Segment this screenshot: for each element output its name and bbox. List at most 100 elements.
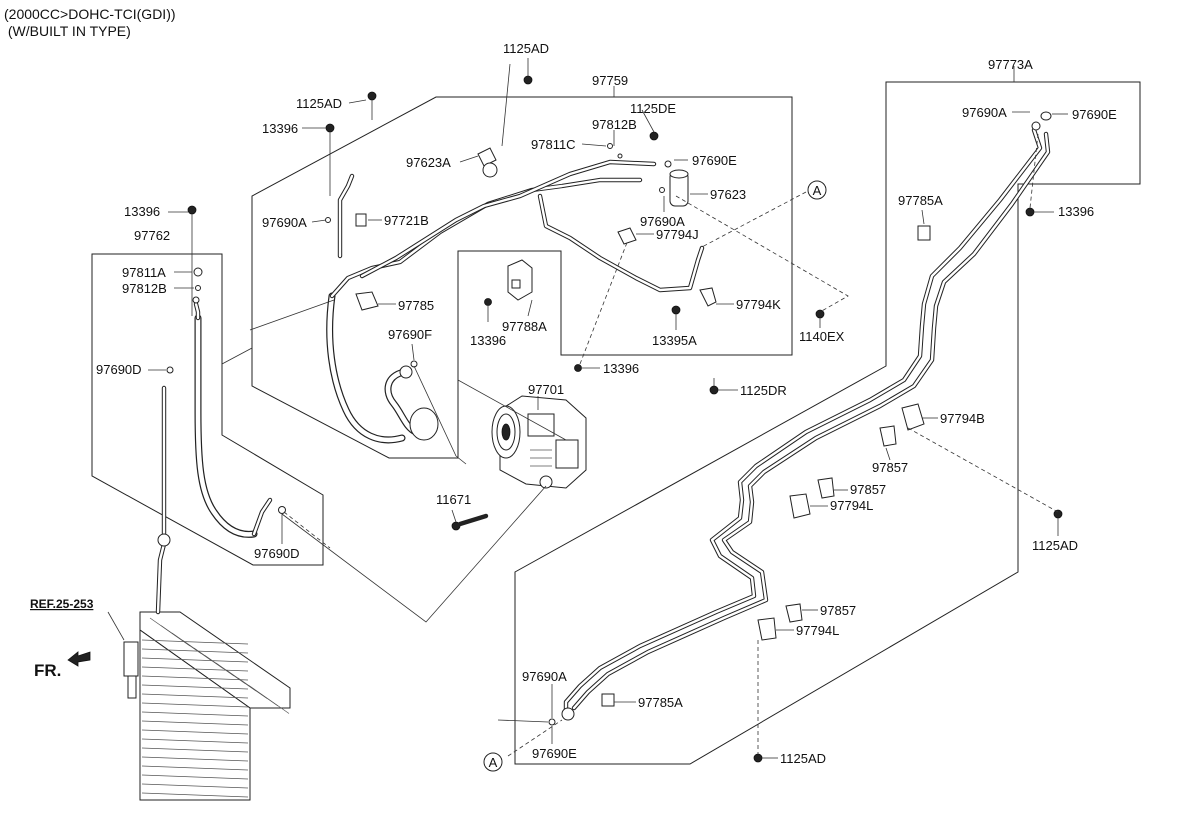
- callout-13396-c: 13396: [470, 333, 506, 348]
- callout-1140EX: 1140EX: [799, 329, 845, 344]
- condenser-fin: [141, 684, 249, 690]
- frame-97773A: [514, 81, 1141, 765]
- assembly-frames: [91, 81, 1141, 765]
- hose-fitting: [409, 407, 439, 441]
- callout-97811C: 97811C: [531, 137, 576, 152]
- reference-marks: A A: [483, 180, 827, 772]
- bracket-97794J: [617, 227, 637, 245]
- callout-97690D-bottom: 97690D: [254, 546, 300, 561]
- condenser-top-fin: [248, 685, 290, 714]
- condenser-fin: [141, 675, 249, 681]
- condenser-fin: [141, 747, 249, 753]
- callout-97623: 97623: [710, 187, 746, 202]
- callout-97759: 97759: [592, 73, 628, 88]
- grommet-97857-b: [817, 477, 835, 499]
- condenser-fin: [141, 711, 249, 717]
- front-arrow-icon: [67, 651, 91, 667]
- callout-13396-b: 13396: [124, 204, 160, 219]
- type-spec-label: (W/BUILT IN TYPE): [4, 23, 131, 39]
- callout-97794B: 97794B: [940, 411, 985, 426]
- callout-97794L-a: 97794L: [830, 498, 873, 513]
- callout-97690D-left: 97690D: [96, 362, 142, 377]
- callout-97762: 97762: [134, 228, 170, 243]
- callout-11671: 11671: [436, 492, 471, 507]
- bracket-97794L-a: [789, 493, 811, 519]
- callout-97812B-left: 97812B: [122, 281, 167, 296]
- bracket-97794B: [901, 403, 925, 431]
- callout-1125AD-right: 1125AD: [1032, 538, 1078, 553]
- part-callouts: 1125AD 97759 1125AD 1125DE 13396 97812B …: [96, 41, 1117, 766]
- callout-1125DE: 1125DE: [630, 101, 676, 116]
- callout-97690E-bottom: 97690E: [532, 746, 577, 761]
- pipes: [155, 127, 1051, 717]
- condenser: [123, 611, 291, 801]
- callout-97794L-b: 97794L: [796, 623, 839, 638]
- callout-97721B: 97721B: [384, 213, 429, 228]
- clamp-97623A: [477, 147, 497, 167]
- condenser-fin: [141, 792, 249, 798]
- callout-97690A-right: 97690A: [962, 105, 1007, 120]
- callout-97623A: 97623A: [406, 155, 451, 170]
- condenser-fin: [141, 648, 249, 654]
- callout-97690A-left: 97690A: [262, 215, 307, 230]
- callout-97785A-top: 97785A: [898, 193, 943, 208]
- callout-97794J: 97794J: [656, 227, 699, 242]
- condenser-fin: [141, 666, 249, 672]
- callout-97690A-bottom: 97690A: [522, 669, 567, 684]
- ref-25-253-link[interactable]: REF.25-253: [30, 597, 94, 611]
- callout-97785A-bottom: 97785A: [638, 695, 683, 710]
- callout-97690E-right: 97690E: [1072, 107, 1117, 122]
- bracket-97794K: [699, 287, 717, 307]
- grommet-97857-c: [785, 603, 803, 623]
- compressor-97701: [491, 395, 587, 489]
- fasteners: [166, 75, 1063, 763]
- callout-13396-e: 13396: [1058, 204, 1094, 219]
- reference-mark-a-top: [807, 180, 827, 200]
- condenser-fin: [141, 657, 249, 663]
- reference-mark-a-bottom: [483, 752, 503, 772]
- bracket-97785A-top: [917, 225, 931, 241]
- condenser-fin: [141, 738, 249, 744]
- engine-spec-label: (2000CC>DOHC-TCI(GDI)): [4, 6, 176, 22]
- frame-97759: [251, 96, 793, 459]
- callout-97773A: 97773A: [988, 57, 1033, 72]
- condenser-fin: [141, 729, 249, 735]
- callout-97785: 97785: [398, 298, 434, 313]
- reference-mark-a-top-label: A: [813, 183, 822, 198]
- reference-mark-a-bottom-label: A: [489, 755, 498, 770]
- callout-13396-a: 13396: [262, 121, 298, 136]
- callout-97690F: 97690F: [388, 327, 432, 342]
- condenser-fin: [141, 702, 249, 708]
- front-direction-label: FR.: [34, 661, 61, 680]
- bracket-97785A-bot: [601, 693, 615, 707]
- callout-97788A: 97788A: [502, 319, 547, 334]
- callout-97857-a: 97857: [872, 460, 908, 475]
- callout-97812B-top: 97812B: [592, 117, 637, 132]
- hoses: [194, 292, 420, 538]
- callout-97701: 97701: [528, 382, 564, 397]
- bracket-97785: [355, 291, 379, 311]
- callout-1125DR: 1125DR: [740, 383, 787, 398]
- callout-13395A: 13395A: [652, 333, 697, 348]
- leader-lines: [107, 58, 1068, 759]
- condenser-fin: [141, 693, 249, 699]
- condenser-fin: [141, 783, 249, 789]
- callout-97857-c: 97857: [820, 603, 856, 618]
- callout-97857-b: 97857: [850, 482, 886, 497]
- callout-97690A-mid: 97690A: [640, 214, 685, 229]
- callout-13396-d: 13396: [603, 361, 639, 376]
- condenser-fin: [141, 756, 249, 762]
- callout-1125AD-bottom: 1125AD: [780, 751, 826, 766]
- grommet-97857-a: [879, 425, 897, 447]
- bracket-97721B: [355, 213, 367, 227]
- components: [157, 111, 1052, 721]
- condenser-fin: [141, 765, 249, 771]
- callout-97690E-top: 97690E: [692, 153, 737, 168]
- frame-97762: [91, 253, 324, 566]
- bracket-97794L-b: [757, 617, 777, 641]
- callout-97794K: 97794K: [736, 297, 781, 312]
- condenser-fin: [141, 639, 249, 645]
- callout-97811A: 97811A: [122, 265, 166, 280]
- callout-1125AD-left: 1125AD: [296, 96, 342, 111]
